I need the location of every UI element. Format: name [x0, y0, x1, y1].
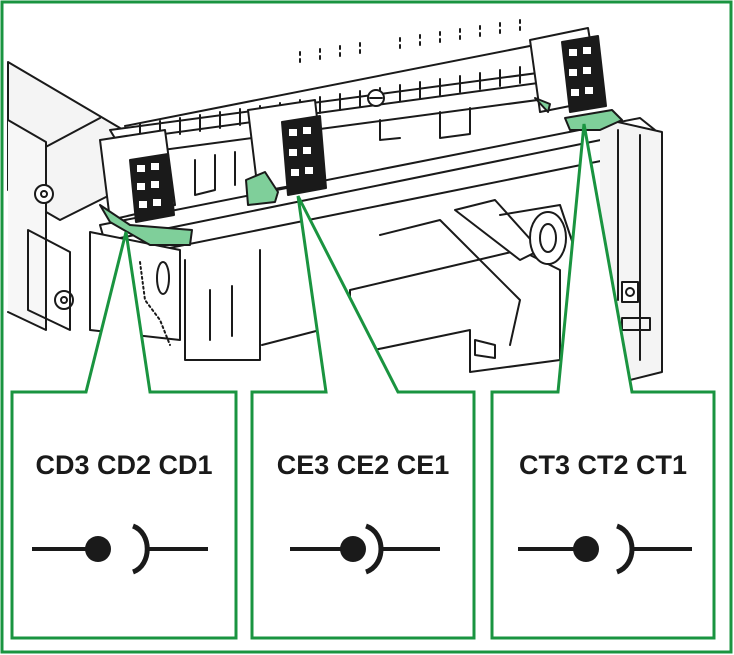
callout-cd: [10, 231, 238, 640]
device-illustration: [7, 19, 663, 381]
group-label-cd: CD3 CD2 CD1: [35, 450, 213, 480]
callout-ct: [490, 123, 716, 640]
group-label-ce: CE3 CE2 CE1: [276, 450, 450, 480]
connector-plug-socket-icon: [32, 523, 208, 575]
terminal-block-right: [529, 27, 623, 131]
terminal-block-middle: [245, 99, 327, 206]
connector-plug-socket-icon: [518, 523, 692, 575]
terminal-block-left: [99, 129, 193, 246]
group-label-ct: CT3 CT2 CT1: [518, 450, 688, 480]
connector-plug-socket-icon: [290, 523, 440, 575]
callout-ce: [250, 195, 476, 640]
